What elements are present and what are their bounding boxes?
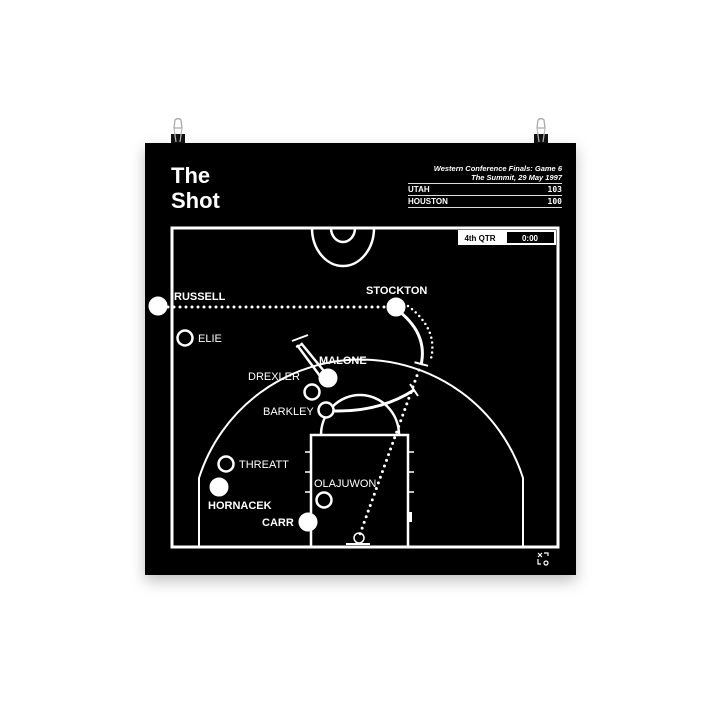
label-stockton: STOCKTON: [366, 285, 427, 297]
ball-path: [406, 304, 434, 364]
team-score: 103: [547, 185, 562, 194]
play-title: The Shot: [171, 163, 220, 213]
basketball-icon: [353, 532, 365, 544]
stockton-cut-path: [399, 310, 424, 366]
team-name: UTAH: [408, 185, 430, 194]
label-drexler: DREXLER: [248, 371, 300, 383]
label-olajuwon: OLAJUWON: [314, 478, 376, 490]
player-carr: [298, 512, 318, 532]
team-name: HOUSTON: [408, 197, 448, 206]
score-row: UTAH 103: [408, 183, 562, 195]
game-name: Western Conference Finals: Game 6: [433, 164, 562, 173]
poster: The Shot Western Conference Finals: Game…: [145, 143, 576, 575]
label-elie: ELIE: [198, 333, 222, 345]
player-malone: [318, 368, 338, 388]
center-circle-inner: [329, 227, 357, 244]
player-olajuwon: [315, 491, 333, 509]
team-score: 100: [547, 197, 562, 206]
paint: [309, 433, 410, 549]
title-line-1: The: [171, 163, 211, 188]
title-line-2: Shot: [171, 188, 220, 213]
court-diagram: 4th QTR 0:00 RUSSELL STOCKTON ELIE MALON…: [148, 226, 560, 566]
game-clock: 0:00: [522, 234, 539, 243]
center-circle: [310, 227, 376, 268]
player-barkley: [317, 401, 335, 419]
score-row: HOUSTON 100: [408, 195, 562, 208]
label-russell: RUSSELL: [174, 291, 226, 303]
game-info: Western Conference Finals: Game 6 The Su…: [408, 164, 562, 208]
shot-path: [358, 368, 421, 536]
player-stockton: [386, 297, 406, 317]
label-barkley: BARKLEY: [263, 406, 314, 418]
player-drexler: [303, 383, 321, 401]
player-hornacek: [209, 477, 229, 497]
three-point-line: [198, 358, 524, 547]
player-elie: [176, 329, 194, 347]
label-hornacek: HORNACEK: [208, 500, 272, 512]
player-threatt: [217, 455, 235, 473]
venue-date: The Summit, 29 May 1997: [471, 173, 562, 182]
xo-logo-icon: [537, 552, 549, 566]
label-carr: CARR: [262, 517, 294, 529]
label-malone: MALONE: [319, 355, 367, 367]
quarter-label: 4th QTR: [464, 234, 495, 243]
player-russell: [148, 296, 168, 316]
barkley-path: [333, 388, 415, 413]
label-threatt: THREATT: [239, 459, 289, 471]
